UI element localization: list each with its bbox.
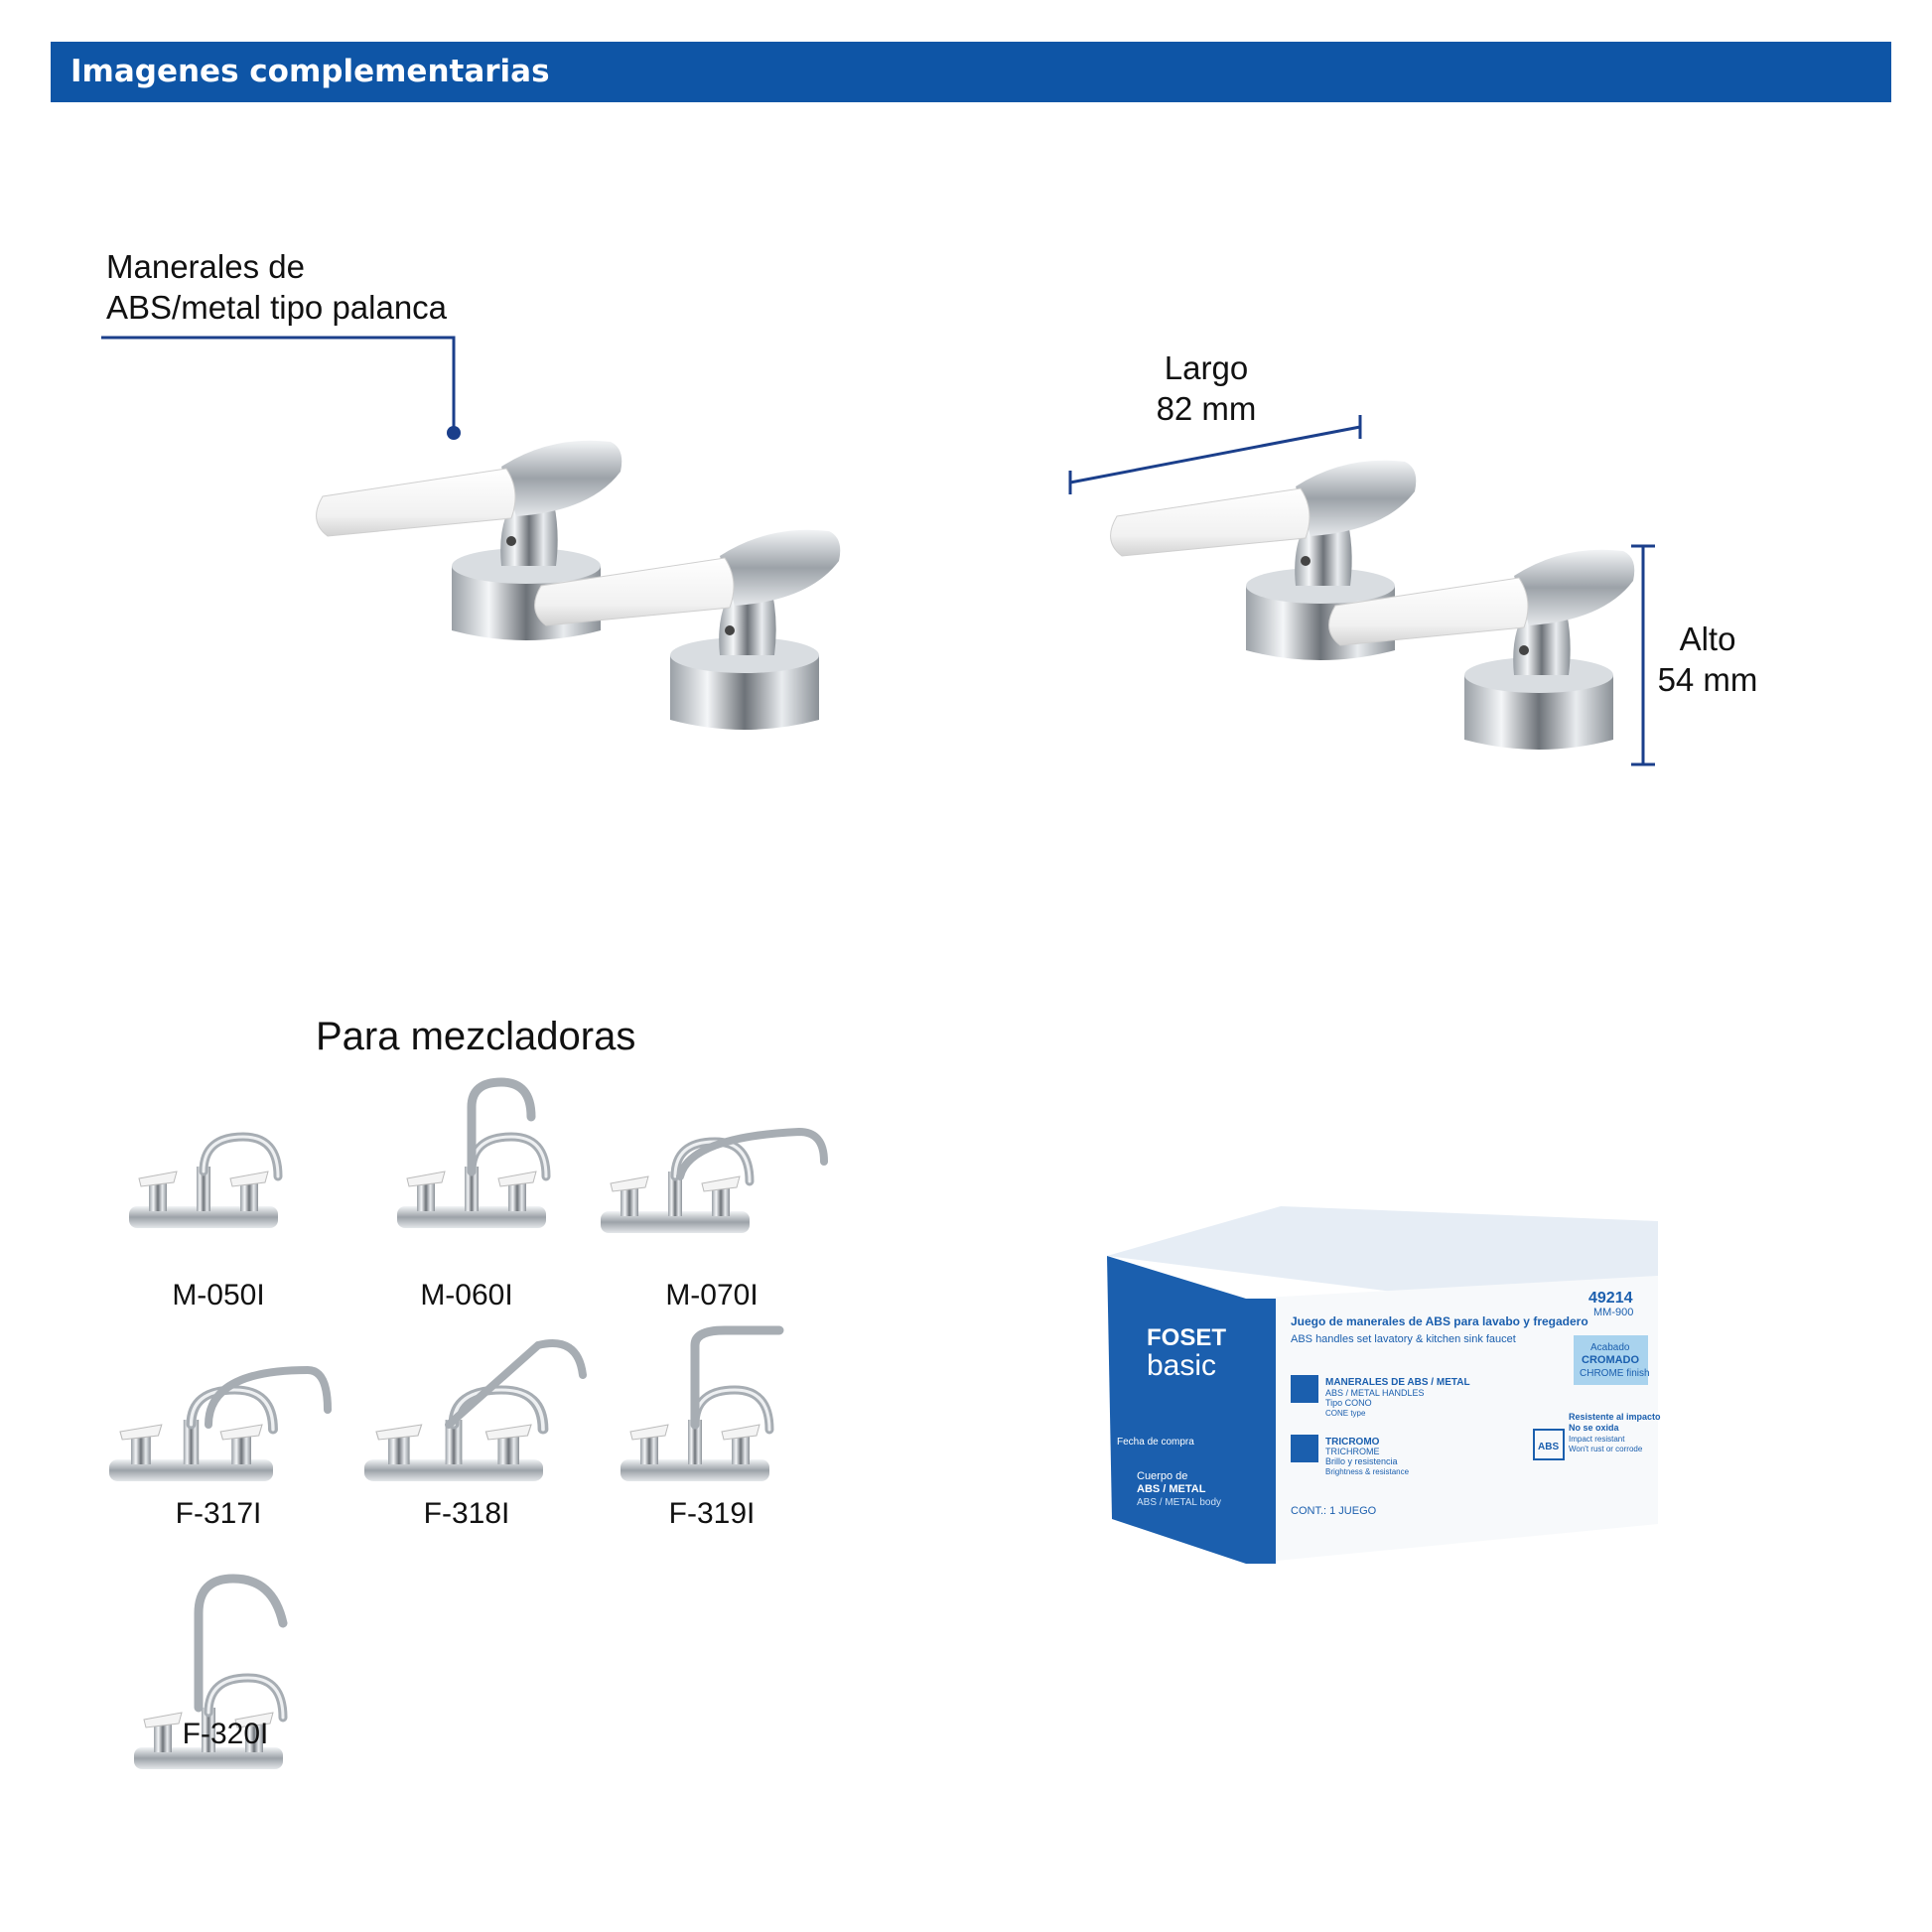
compat-title: Para mezcladoras <box>316 1015 636 1058</box>
faucet-f320i-image <box>134 1574 288 1767</box>
model-m070i: M-070I <box>665 1279 759 1311</box>
box-title-es: Juego de manerales de ABS para lavabo y … <box>1291 1314 1588 1328</box>
faucet-m070i-image <box>601 1127 828 1256</box>
box-feature2-en: TRICHROME <box>1325 1447 1380 1456</box>
height-label: Alto <box>1679 621 1736 657</box>
box-feature1-title: MANERALES DE ABS / METAL <box>1325 1377 1470 1388</box>
faucet-f318i-image <box>359 1339 587 1494</box>
box-model: MM-900 <box>1593 1307 1633 1318</box>
box-finish-es: CROMADO <box>1582 1354 1639 1366</box>
length-dimension: Largo 82 mm <box>1152 347 1261 429</box>
box-code: 49214 <box>1588 1290 1633 1307</box>
box-feature3-title: Resistente al impacto <box>1569 1412 1661 1422</box>
box-finish-en: CHROME finish <box>1580 1368 1650 1379</box>
box-body-label: Cuerpo de <box>1137 1470 1187 1482</box>
height-dimension: Alto 54 mm <box>1653 619 1762 700</box>
box-line: basic <box>1147 1349 1216 1382</box>
callout-line-1: Manerales de <box>106 248 305 285</box>
box-body-material: ABS / METAL <box>1137 1483 1206 1495</box>
box-feature1-type-en: CONE type <box>1325 1409 1366 1418</box>
model-m050i: M-050I <box>172 1279 265 1311</box>
model-f318i: F-318I <box>423 1497 510 1530</box>
faucet-m050i-image <box>129 1122 318 1251</box>
box-feature1-en: ABS / METAL HANDLES <box>1325 1388 1425 1398</box>
box-warranty-note: Fecha de compra <box>1117 1437 1194 1448</box>
box-feature3-en2: Won't rust or corrode <box>1569 1445 1643 1453</box>
length-label: Largo <box>1164 349 1249 386</box>
box-body-en: ABS / METAL body <box>1137 1497 1221 1508</box>
section-header: Imagenes complementarias <box>51 42 1891 102</box>
box-abs-badge: ABS <box>1538 1442 1559 1452</box>
box-feature1-type: Tipo CONO <box>1325 1398 1372 1408</box>
faucet-m060i-image <box>392 1077 551 1256</box>
box-finish-label: Acabado <box>1590 1342 1630 1353</box>
model-m060i: M-060I <box>420 1279 513 1311</box>
callout-label: Manerales de ABS/metal tipo palanca <box>106 246 447 328</box>
box-brand: FOSET <box>1147 1324 1226 1351</box>
faucet-f319i-image <box>616 1325 784 1494</box>
box-feature2-desc-en: Brightness & resistance <box>1325 1467 1410 1476</box>
model-f317i: F-317I <box>175 1497 262 1530</box>
handles-dimension-photo <box>1110 460 1635 751</box>
box-title-en: ABS handles set lavatory & kitchen sink … <box>1291 1333 1516 1345</box>
model-f320i: F-320I <box>182 1718 269 1750</box>
length-value: 82 mm <box>1156 390 1257 427</box>
callout-line-2: ABS/metal tipo palanca <box>106 289 448 326</box>
model-f319i: F-319I <box>668 1497 756 1530</box>
faucet-f317i-image <box>109 1365 332 1494</box>
box-feature3-b: No se oxida <box>1569 1423 1620 1433</box>
box-feature2-desc: Brillo y resistencia <box>1325 1456 1398 1466</box>
box-contents: CONT.: 1 JUEGO <box>1291 1505 1377 1517</box>
height-value: 54 mm <box>1657 661 1758 698</box>
box-feature2-title: TRICROMO <box>1325 1437 1380 1448</box>
product-box: FOSET basic Cuerpo de ABS / METAL ABS / … <box>1107 1206 1661 1564</box>
box-feature3-en: Impact resistant <box>1569 1435 1625 1444</box>
